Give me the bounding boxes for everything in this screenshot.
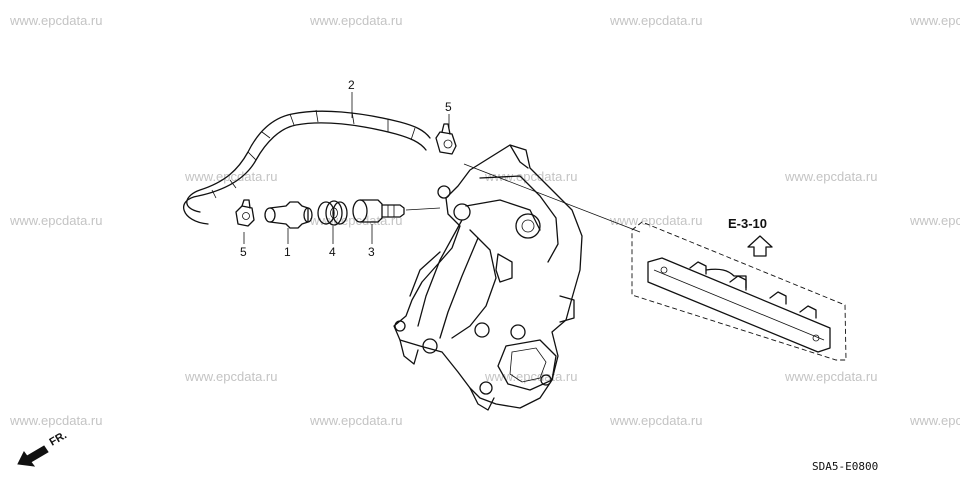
breather-hose[interactable] [183, 109, 431, 225]
intake-manifold[interactable] [393, 144, 583, 411]
front-indicator: FR. [17, 429, 69, 467]
breather-joint[interactable] [352, 199, 405, 223]
hose-clamp-top[interactable] [435, 123, 457, 155]
watermark: www.epcdata.ru [909, 213, 960, 228]
watermark: www.epcdata.ru [609, 413, 703, 428]
up-arrow-icon [747, 235, 773, 257]
watermark: www.epcdata.ru [484, 169, 578, 184]
watermark: www.epcdata.ru [9, 13, 103, 28]
hose-clamp-left[interactable] [235, 199, 255, 227]
pcv-valve[interactable] [264, 201, 313, 229]
fuel-rail[interactable] [647, 257, 831, 353]
callout-pcv-valve[interactable]: 1 [284, 245, 291, 259]
callout-hose[interactable]: 2 [348, 78, 355, 92]
watermark: www.epcdata.ru [184, 369, 278, 384]
watermark: www.epcdata.ru [184, 169, 278, 184]
grommet[interactable] [317, 200, 348, 226]
watermark: www.epcdata.ru [9, 413, 103, 428]
reference-label[interactable]: E-3-10 [728, 216, 767, 231]
callout-clamp[interactable]: 5 [445, 100, 452, 114]
watermark: www.epcdata.ru [609, 213, 703, 228]
watermark: www.epcdata.ru [784, 169, 878, 184]
watermark: www.epcdata.ru [309, 413, 403, 428]
watermark: www.epcdata.ru [909, 413, 960, 428]
watermark: www.epcdata.ru [909, 13, 960, 28]
front-arrow-icon [17, 445, 49, 467]
callout-joint[interactable]: 3 [368, 245, 375, 259]
watermark: www.epcdata.ru [609, 13, 703, 28]
diagram-code: SDA5-E0800 [812, 460, 878, 473]
watermark: www.epcdata.ru [784, 369, 878, 384]
leader-line [405, 207, 441, 211]
watermark: www.epcdata.ru [484, 369, 578, 384]
fuel-rail-detail-box [631, 221, 847, 361]
front-label: FR. [48, 429, 69, 448]
watermark: www.epcdata.ru [9, 213, 103, 228]
callout-grommet[interactable]: 4 [329, 245, 336, 259]
watermark: www.epcdata.ru [309, 13, 403, 28]
callout-clamp[interactable]: 5 [240, 245, 247, 259]
watermark-layer: www.epcdata.ru www.epcdata.ru www.epcdat… [9, 13, 960, 428]
leader-line-box [463, 163, 641, 233]
